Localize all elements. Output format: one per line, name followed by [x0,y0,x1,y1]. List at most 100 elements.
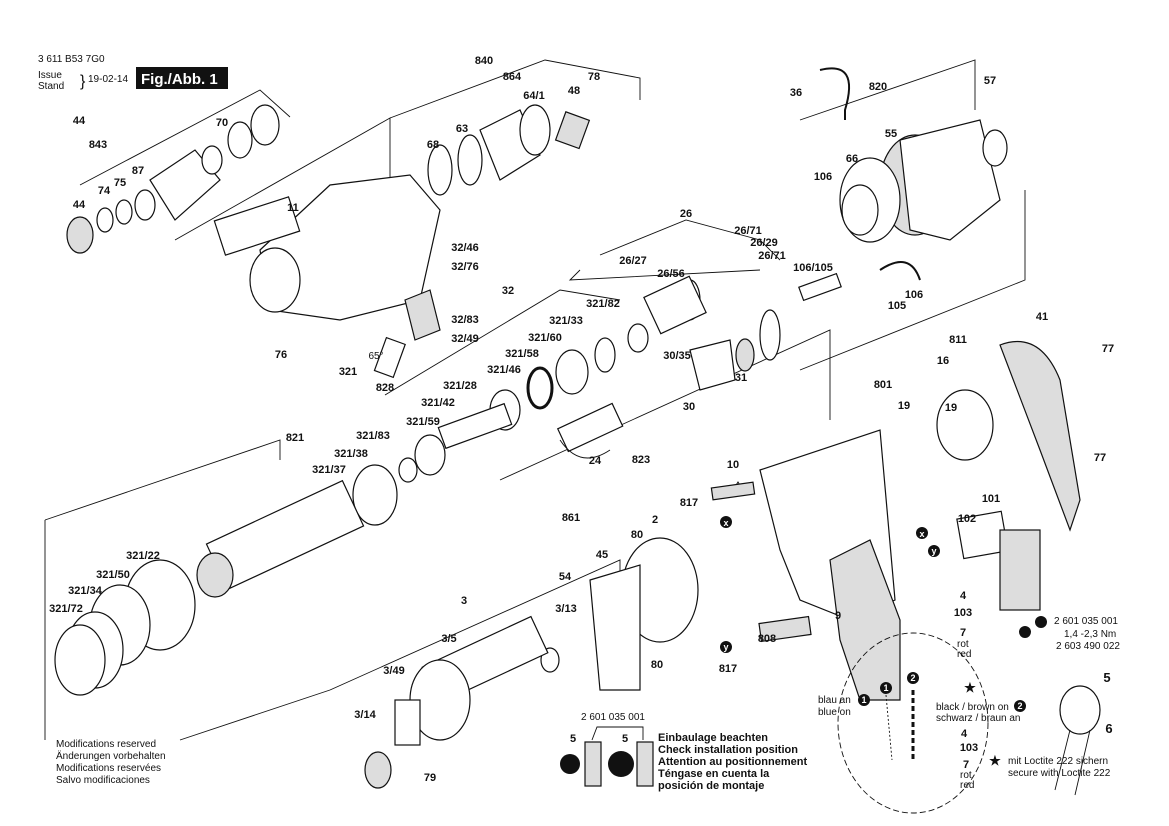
part-label: 19 [898,400,910,412]
inset-blue-de: blau an [818,695,851,706]
part-label: 321/59 [406,416,440,428]
part-label: 63 [456,123,468,135]
part-label: 321/46 [487,364,521,376]
issue-date: 19-02-14 [88,74,128,85]
part-label: 77 [1102,343,1114,355]
install-line: posición de montaje [658,780,764,792]
angle-label: 65° [368,351,383,362]
part-label: 103 [960,742,978,754]
wire-1-badge: 1 [861,695,866,705]
part-label: 32/46 [451,242,479,254]
part-label: 3/13 [555,603,576,615]
part-label: 70 [216,117,228,129]
figure-title: Fig./Abb. 1 [141,71,218,88]
part-label: 64/1 [523,90,544,102]
part-label: 321/82 [586,298,620,310]
part-label: 77 [1094,452,1106,464]
wire-1-badge [1019,626,1031,638]
modifications-line: Modifications reservées [56,763,161,774]
part-label: 105 [888,300,906,312]
part-label: 32 [502,285,514,297]
part-label: 31 [735,372,747,384]
marker-y: y [931,546,936,556]
part-label: 5 [1103,670,1110,685]
part-label: 74 [98,185,111,197]
cable-clamp-part-number: 2 601 035 001 [1054,616,1118,627]
part-label: 823 [632,454,650,466]
part-label: 5 [622,733,628,745]
part-label: 44 [73,199,86,211]
part-labels: 44 843 70 74 75 87 44 840 864 78 64/1 48… [49,55,1114,784]
gear-housing [259,174,441,321]
inset-red: red [960,780,974,791]
wire-color-red: red [957,649,971,660]
part-label: 32/76 [451,261,479,273]
install-line: Téngase en cuenta la [658,768,770,780]
modifications-line: Änderungen vorbehalten [56,750,166,762]
part-label: 30 [683,401,695,413]
wire-color-rot: rot [957,639,969,650]
part-label: 321/50 [96,569,130,581]
part-label: 7 [963,759,969,771]
part-label: 106/105 [793,262,833,274]
part-label: 321/34 [68,585,103,597]
star-icon: ★ [964,680,976,695]
inset-rot: rot [960,770,972,781]
part-number: 3 611 B53 7G0 [38,54,105,65]
part-label: 864 [503,71,522,83]
part-label: 75 [114,177,126,189]
part-label: 4 [960,590,967,602]
loctite-en: secure with Loctite 222 [1008,768,1111,779]
part-label: 16 [937,355,949,367]
handle-cover [999,341,1081,532]
part-label: 48 [568,85,580,97]
part-label: 321/58 [505,348,539,360]
inset-blue-en: blue on [818,707,851,718]
inset-black-de: schwarz / braun an [936,713,1021,724]
marker-x: x [919,529,924,539]
part-label: 78 [588,71,600,83]
part-label: 45 [596,549,608,561]
part-label: 321/33 [549,315,583,327]
part-label: 79 [424,772,436,784]
part-label: 9 [835,610,841,622]
part-label: 102 [958,513,976,525]
part-label: 36 [790,87,802,99]
star-icon: ★ [989,753,1001,768]
installation-note: 2 601 035 001 5 5 Einbaulage beachten Ch… [560,712,807,792]
part-label: 3/49 [383,665,404,677]
inset-black-en: black / brown on [936,702,1009,713]
part-label: 106 [905,289,923,301]
part-label: 26/56 [657,268,685,280]
part-label: 821 [286,432,304,444]
part-label: 321/60 [528,332,562,344]
torque-spec: 1,4 -2,3 Nm [1064,629,1116,640]
part-label: 54 [559,571,572,583]
part-label: 801 [874,379,892,391]
part-label: 3 [461,595,467,607]
part-label: 80 [651,659,663,671]
brace: } [80,73,86,90]
part-label: 7 [960,627,966,639]
wire-2-badge [1035,616,1047,628]
part-label: 840 [475,55,493,67]
part-label: 808 [758,633,776,645]
part-label: 103 [954,607,972,619]
part-label: 820 [869,81,887,93]
part-label: 26/29 [750,237,778,249]
part-label: 811 [949,334,967,346]
part-label: 44 [73,115,86,127]
part-label: 30/35 [663,350,691,362]
part-label: 321/37 [312,464,346,476]
part-label: 321/42 [421,397,455,409]
issue-label: Issue [38,70,62,81]
modifications-note: Modifications reserved Änderungen vorbeh… [56,739,166,786]
figure-badge [136,67,228,89]
part-label: 32/49 [451,333,479,345]
part-label: 26 [680,208,692,220]
part-label: 66 [846,153,858,165]
part-shapes [54,67,1101,814]
part-label: 6 [1105,721,1112,736]
install-line: Check installation position [658,744,798,756]
